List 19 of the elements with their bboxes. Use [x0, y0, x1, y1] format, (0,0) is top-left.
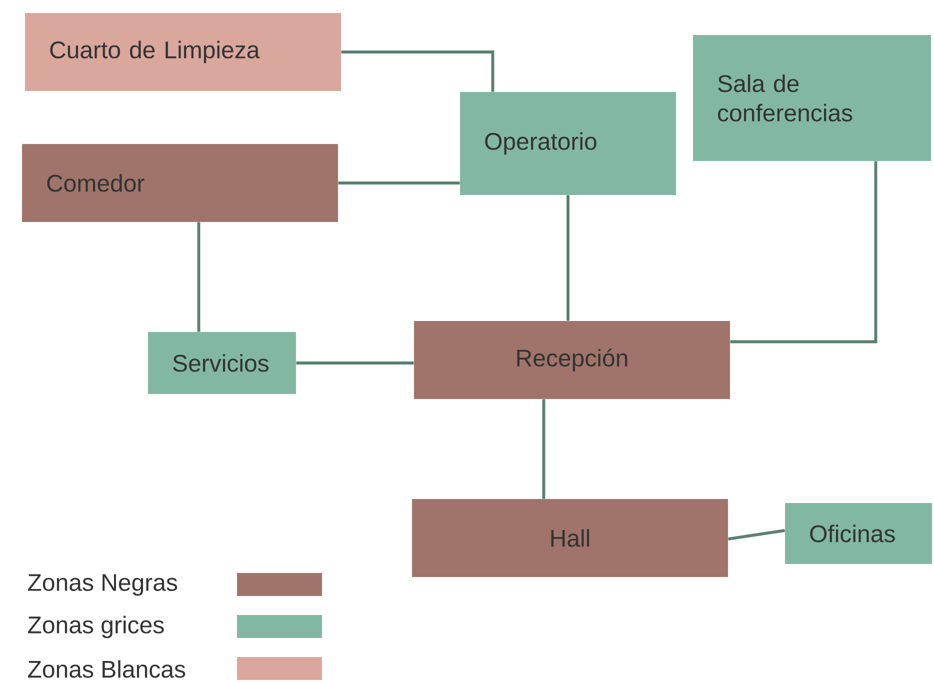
connector-line: [341, 50, 494, 92]
room-box: Hall: [412, 499, 728, 577]
connector-line: [728, 529, 785, 540]
connector-line: [566, 195, 570, 321]
legend-label: Zonas grices: [28, 616, 164, 638]
legend-label: Zonas Negras: [28, 574, 178, 596]
legend-label: Zonas Blancas: [28, 660, 186, 678]
room-box: Sala de conferencias: [693, 35, 931, 161]
room-box: Oficinas: [785, 503, 932, 564]
room-box: Servicios: [148, 332, 296, 394]
connector-line: [542, 399, 546, 499]
connector-line: [338, 182, 460, 184]
connector-line: [197, 222, 200, 332]
room-box: Recepción: [414, 321, 730, 399]
room-box: Operatorio: [460, 92, 676, 195]
connector-line: [296, 362, 414, 364]
room-box: Comedor: [22, 144, 338, 222]
connector-line: [730, 161, 878, 344]
room-box: Cuarto de Limpieza: [25, 13, 341, 91]
